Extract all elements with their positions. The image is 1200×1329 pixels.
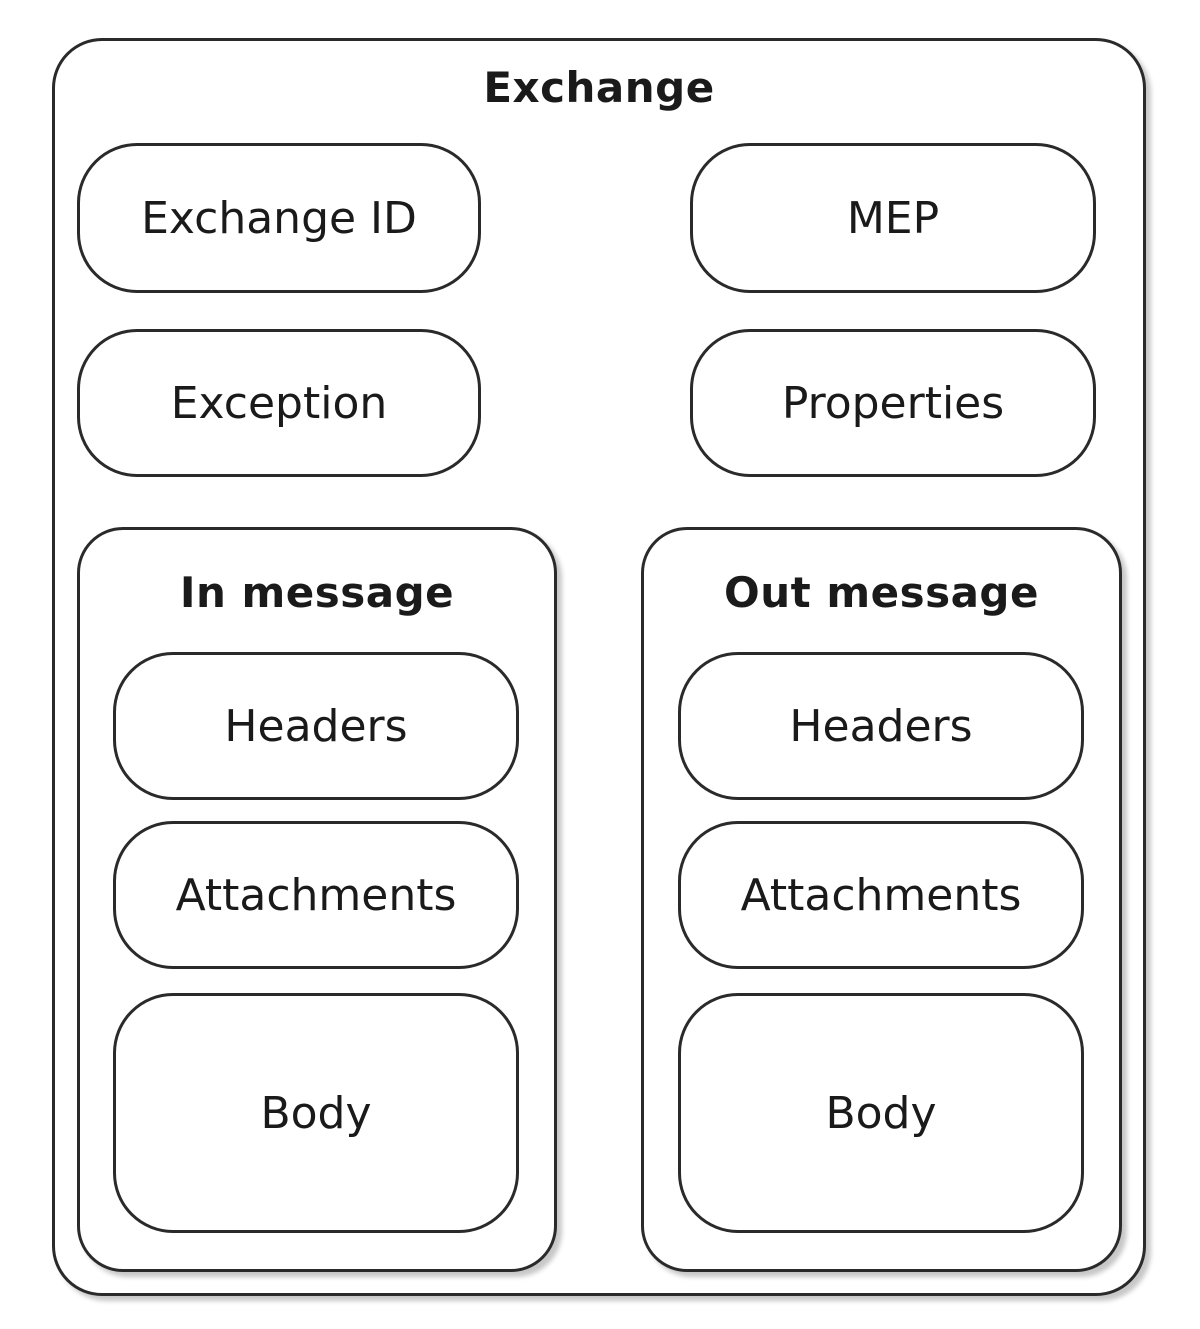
in-message-headers-box: Headers	[113, 652, 519, 800]
out-message-attachments-box: Attachments	[678, 821, 1084, 969]
properties-box: Properties	[690, 329, 1096, 477]
exception-box: Exception	[77, 329, 481, 477]
out-message-title: Out message	[724, 568, 1039, 617]
exchange-title: Exchange	[483, 63, 715, 112]
exchange-id-box: Exchange ID	[77, 143, 481, 293]
out-message-headers-box: Headers	[678, 652, 1084, 800]
mep-box: MEP	[690, 143, 1096, 293]
out-message-body-box: Body	[678, 993, 1084, 1233]
in-message-body-box: Body	[113, 993, 519, 1233]
in-message-attachments-box: Attachments	[113, 821, 519, 969]
in-message-title: In message	[179, 568, 455, 617]
